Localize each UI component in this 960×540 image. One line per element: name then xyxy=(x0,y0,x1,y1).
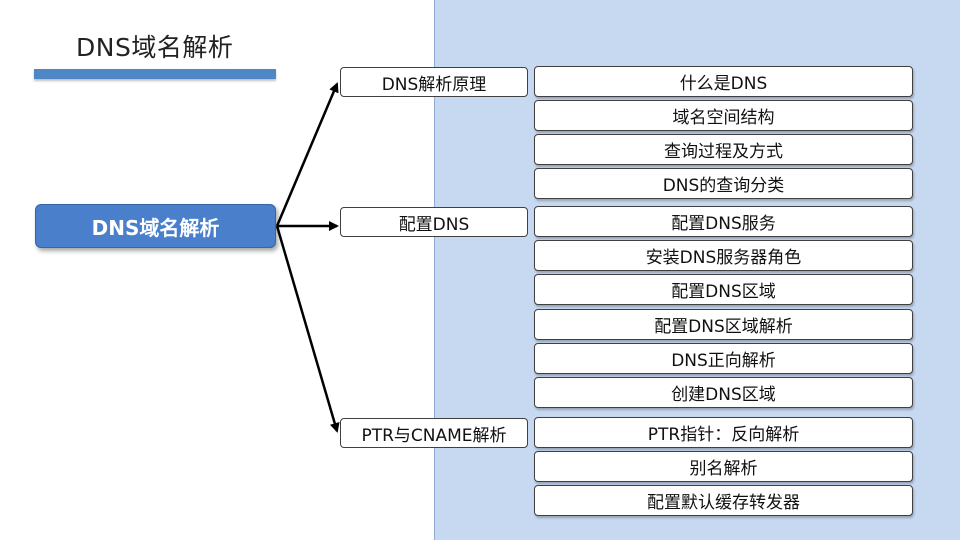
topic-item: 安装DNS服务器角色 xyxy=(534,240,913,271)
topic-item: 配置DNS区域 xyxy=(534,274,913,305)
category-ptr-cname: PTR与CNAME解析 xyxy=(340,418,528,448)
category-dns-principle: DNS解析原理 xyxy=(340,67,528,97)
topic-item: PTR指针：反向解析 xyxy=(534,417,913,448)
topic-item: DNS的查询分类 xyxy=(534,168,913,199)
category-config-dns: 配置DNS xyxy=(340,207,528,237)
topic-item: 配置DNS服务 xyxy=(534,206,913,237)
slide-title: DNS域名解析 xyxy=(76,33,234,62)
topic-item: DNS正向解析 xyxy=(534,343,913,374)
root-node: DNS域名解析 xyxy=(35,204,276,248)
arrow-to-dns-principle xyxy=(275,82,339,227)
topic-item: 创建DNS区域 xyxy=(534,377,913,408)
topic-item: 别名解析 xyxy=(534,451,913,482)
title-underline-bar xyxy=(34,69,276,79)
topic-item: 配置默认缓存转发器 xyxy=(534,485,913,516)
topic-item: 配置DNS区域解析 xyxy=(534,309,913,340)
topic-item: 什么是DNS xyxy=(534,66,913,97)
arrow-to-ptr-cname xyxy=(275,225,340,433)
topic-item: 域名空间结构 xyxy=(534,100,913,131)
topic-item: 查询过程及方式 xyxy=(534,134,913,165)
